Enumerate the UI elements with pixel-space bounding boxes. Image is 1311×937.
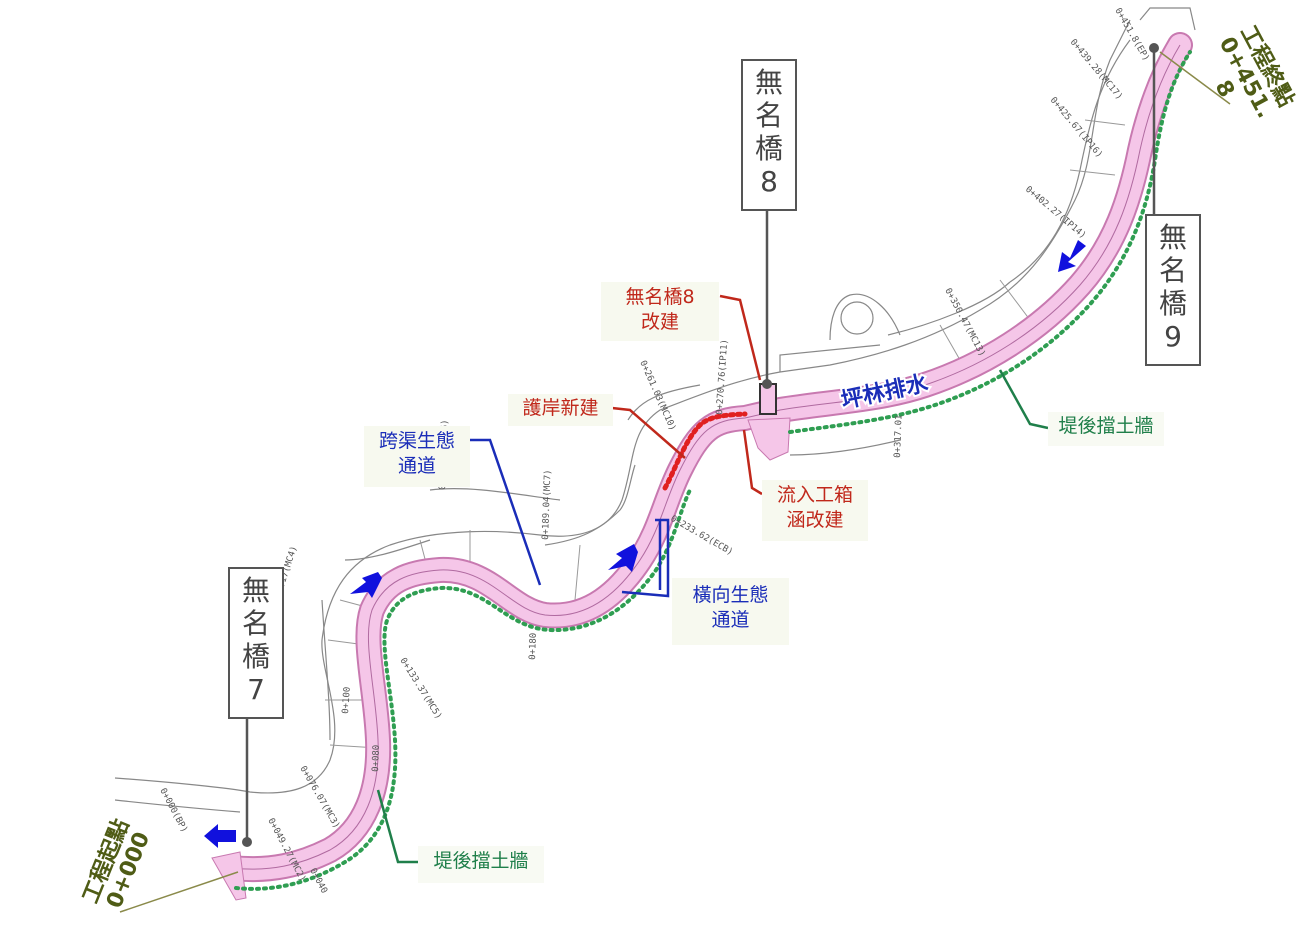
bridge8-rebuild-line1: 無名橋8	[625, 286, 695, 308]
channel-junction	[747, 417, 791, 461]
retaining-wall-dots-upper	[788, 50, 1192, 434]
bridge8-label-box: 無 名 橋 8	[741, 59, 797, 211]
bridge9-char-4: 9	[1164, 320, 1182, 353]
bridge8-rebuild-note: 無名橋8 改建	[601, 282, 719, 341]
bridge9-char-2: 名	[1158, 254, 1187, 287]
flow-arrow-2	[608, 544, 638, 572]
station-label: 0+233.62(ECB)	[669, 514, 735, 558]
flow-arrow-1	[1058, 240, 1086, 272]
bridge8-char-3: 橋	[754, 132, 783, 165]
bridge9-char-1: 無	[1158, 221, 1187, 254]
station-label: 0+270.76(IP11)	[715, 339, 730, 415]
bridge7-char-1: 無	[241, 574, 270, 607]
bridge8-rebuild-line2: 改建	[640, 311, 679, 333]
flow-arrow-4	[204, 824, 236, 848]
station-labels: 0+000(BP)0+0400+049.27(MC2)0+076.07(MC3)…	[157, 7, 1151, 896]
leader-lines	[119, 43, 1231, 913]
retaining-wall-dots	[234, 488, 692, 891]
cross-channel-passage-line2: 通道	[397, 455, 436, 477]
revetment-new-note: 護岸新建	[508, 394, 613, 426]
station-label: 0+133.37(MC5)	[397, 656, 443, 721]
bridge7-char-2: 名	[241, 607, 270, 640]
station-label: 0+317.01	[893, 414, 905, 458]
revetment-dots	[662, 411, 748, 491]
station-label: 0+080	[371, 745, 382, 772]
bridge8-char-1: 無	[754, 66, 783, 99]
bridge8-char-4: 8	[760, 165, 778, 198]
station-label: 0+350.47(MC13)	[942, 287, 986, 359]
channel-start-wedge	[211, 851, 247, 901]
embankment-outline	[114, 7, 1196, 813]
station-label: 0+000(BP)	[157, 787, 189, 835]
bridge8-char-2: 名	[754, 99, 783, 132]
lateral-passage-line2: 通道	[711, 609, 750, 631]
station-label: 0+076.07(MC3)	[297, 765, 341, 831]
station-label: 0+189.04(MC7)	[541, 469, 553, 540]
inflow-culvert-note: 流入工箱 涵改建	[762, 480, 868, 541]
retaining-wall-right-note: 堤後擋土牆	[1048, 412, 1164, 446]
lateral-passage-line1: 橫向生態	[692, 584, 769, 606]
bridge7-label-box: 無 名 橋 7	[228, 567, 284, 719]
cross-channel-passage-note: 跨渠生態 通道	[364, 426, 470, 487]
inflow-culvert-line2: 涵改建	[786, 509, 844, 531]
channel-centerline	[231, 44, 1181, 870]
retaining-wall-bottom-note: 堤後擋土牆	[418, 846, 544, 883]
station-label: 0+451.8(EP)	[1112, 7, 1150, 64]
station-label: 0+439.28(MC17)	[1068, 38, 1124, 103]
station-label: 0+180	[528, 633, 539, 660]
bridge7-char-3: 橋	[241, 640, 270, 673]
flow-arrows	[204, 240, 1086, 848]
lateral-passage-note: 橫向生態 通道	[672, 578, 789, 645]
inflow-culvert-line1: 流入工箱	[776, 484, 853, 506]
flow-arrow-3	[350, 572, 382, 598]
station-label: 0+100	[341, 686, 353, 714]
bridge9-char-3: 橋	[1158, 287, 1187, 320]
bridge7-char-4: 7	[247, 673, 265, 706]
bridge9-label-box: 無 名 橋 9	[1145, 214, 1201, 366]
cross-channel-passage-line1: 跨渠生態	[378, 430, 455, 452]
